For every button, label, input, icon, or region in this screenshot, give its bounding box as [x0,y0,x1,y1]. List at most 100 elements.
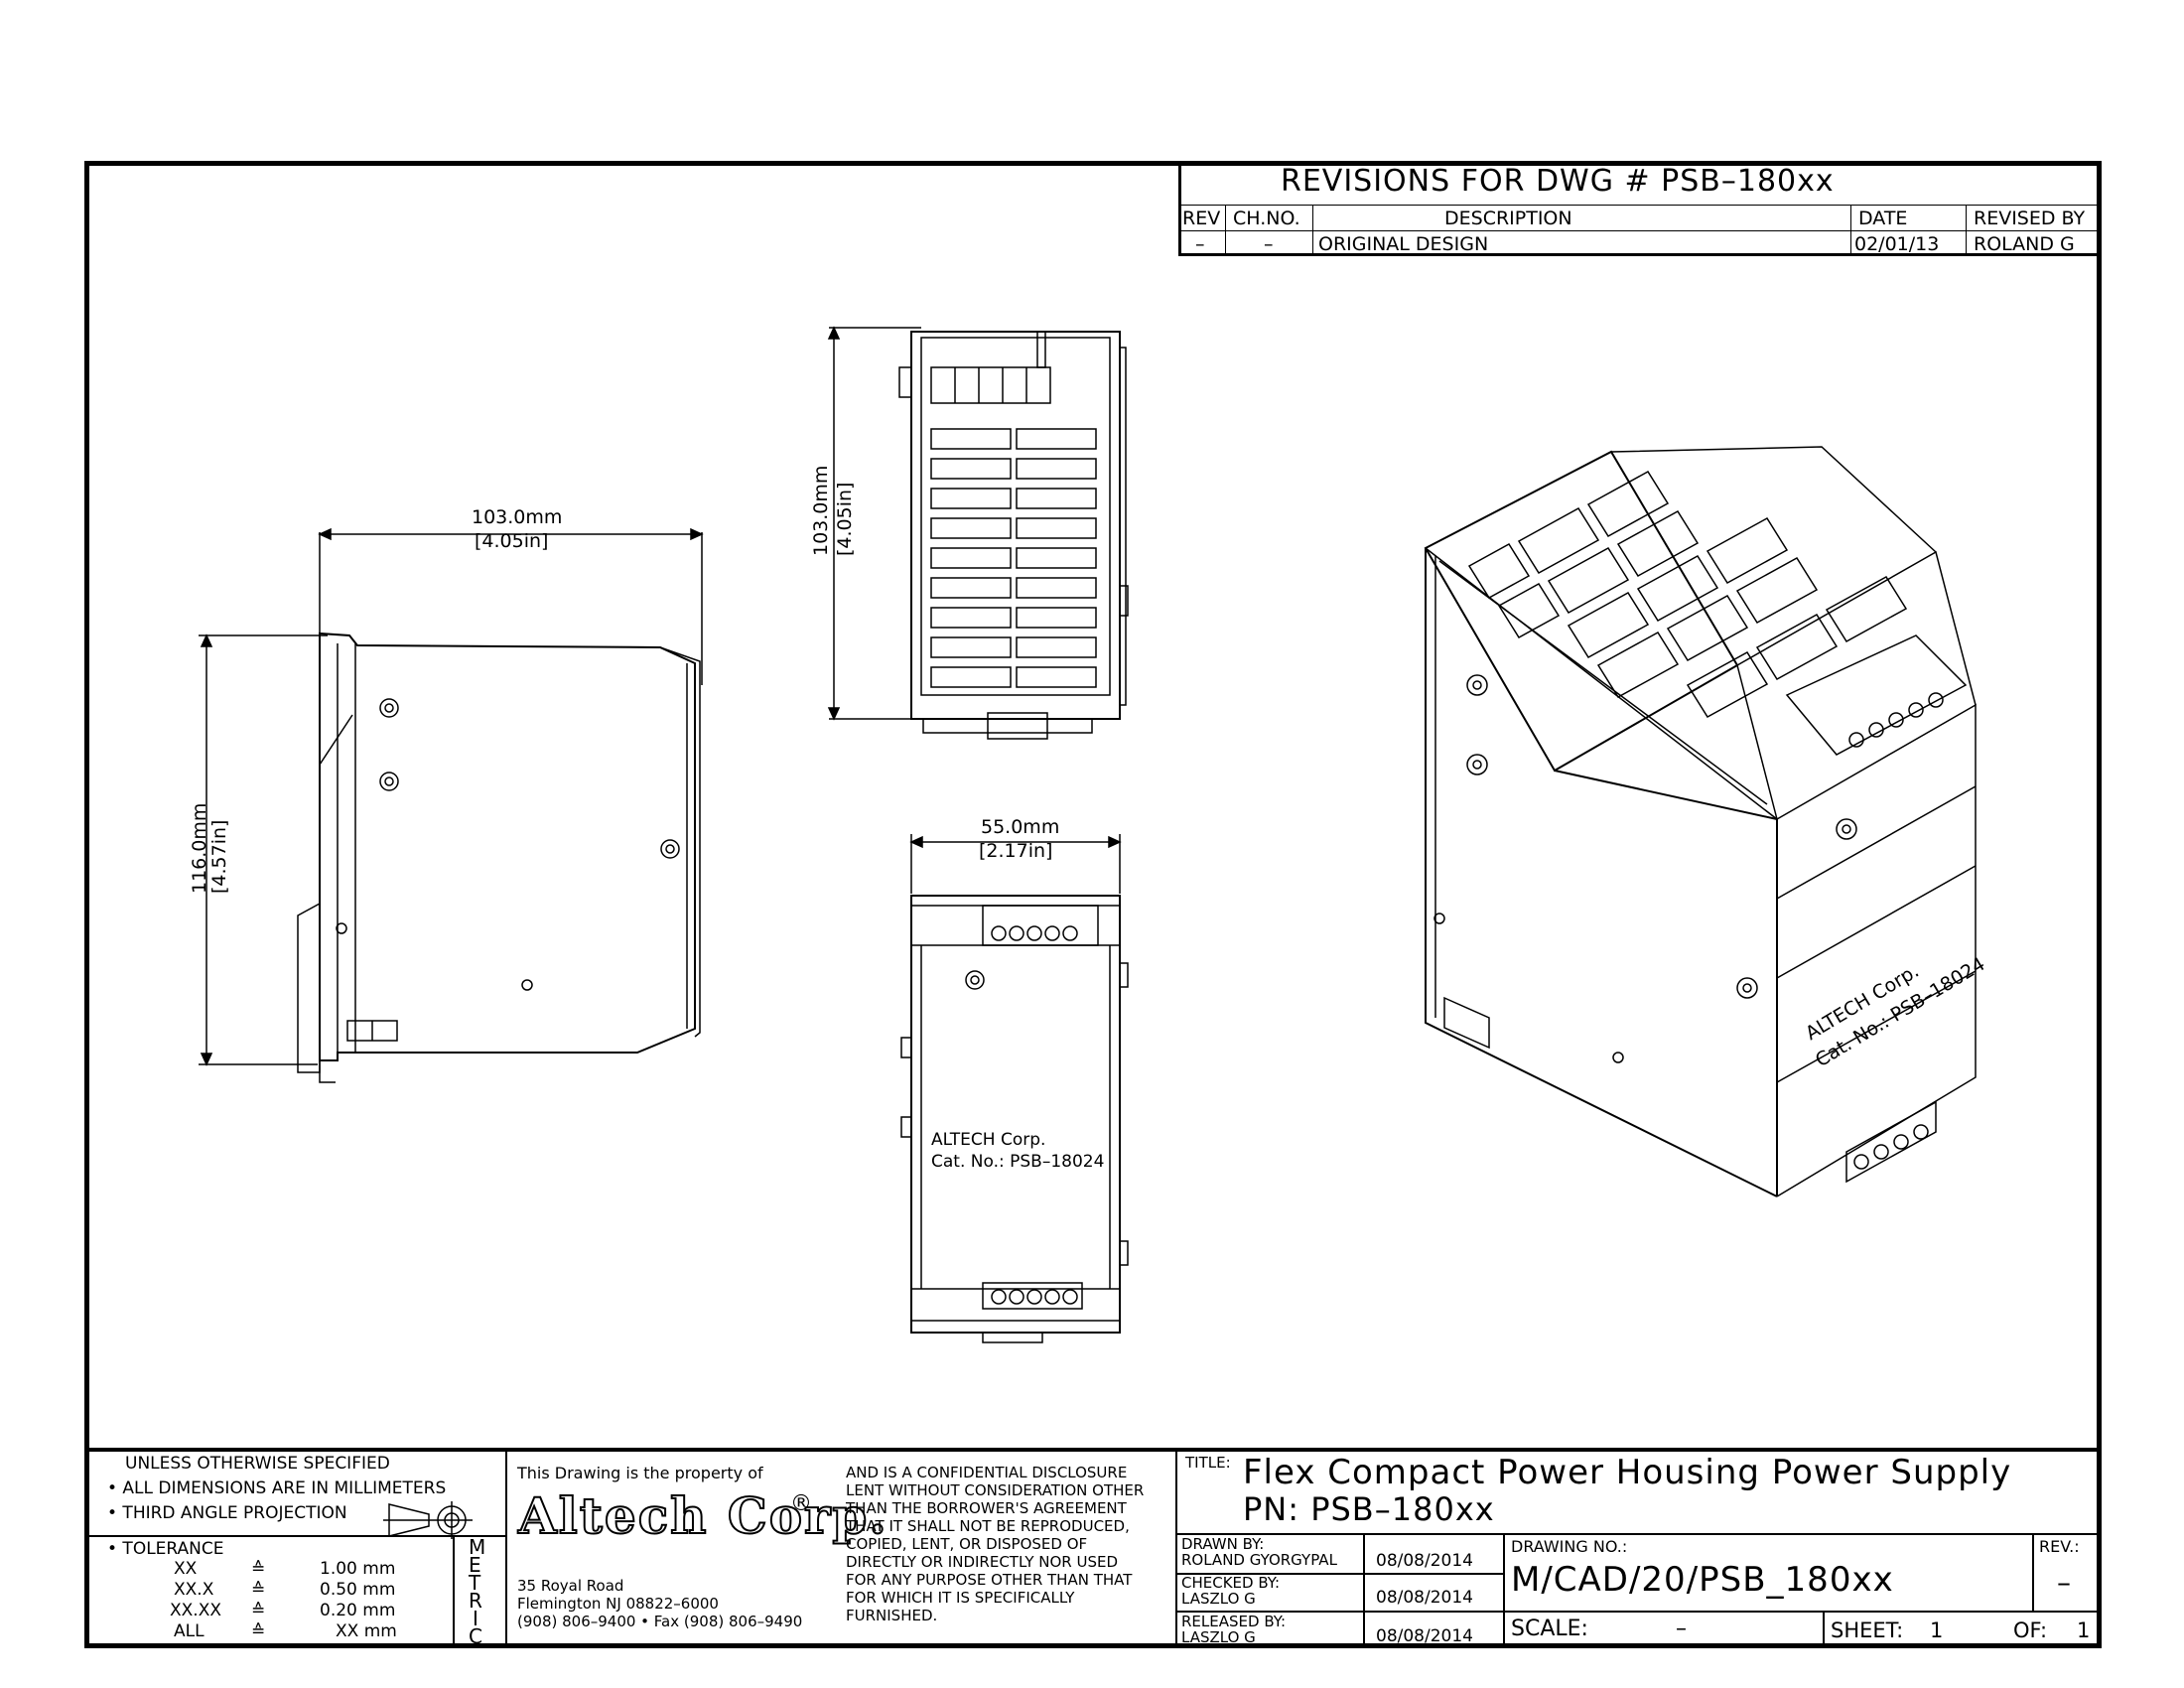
released-by-name: LASZLO G [1181,1628,1256,1646]
dim-side-height-in: [4.57in] [208,819,230,894]
disclosure-line: THAN THE BORROWER'S AGREEMENT [846,1499,1127,1517]
notes-all-dimensions: • ALL DIMENSIONS ARE IN MILLIMETERS [107,1478,447,1498]
tol-val: 1.00 mm [320,1559,396,1579]
rule [1503,1533,1505,1648]
revisions-title: REVISIONS FOR DWG # PSB–180xx [1281,164,1835,199]
dim-side-width-mm: 103.0mm [472,506,563,528]
dim-side-width-in: [4.05in] [475,530,549,552]
scale-label: SCALE: [1511,1617,1588,1641]
header-rev: REV [1182,208,1221,229]
tol-key: ALL [174,1621,205,1641]
front-label-catno: Cat. No.: PSB–18024 [931,1152,1105,1172]
metric-letter: C [469,1624,482,1648]
tol-sym: ≙ [251,1621,266,1641]
property-text: This Drawing is the property of [517,1464,763,1482]
dim-side-height-mm: 116.0mm [189,802,210,894]
rule [1178,230,2102,231]
dim-front-width-in: [2.17in] [979,840,1053,862]
notes-projection: • THIRD ANGLE PROJECTION [107,1503,347,1523]
drawn-by-name: ROLAND GYORGYPAL [1181,1551,1337,1569]
disclosure-line: AND IS A CONFIDENTIAL DISCLOSURE [846,1464,1128,1481]
header-date: DATE [1858,208,1908,229]
rule [1175,1450,1177,1648]
tol-key: XX [174,1559,198,1579]
scale-value: – [1676,1617,1687,1641]
checked-by-label: CHECKED BY: [1181,1574,1281,1592]
rule [1823,1611,1825,1648]
header-revised-by: REVISED BY [1974,208,2086,229]
side-view [199,527,704,1083]
metric-letter: R [469,1589,482,1613]
row-date: 02/01/13 [1854,233,1940,255]
checked-date: 08/08/2014 [1376,1588,1473,1608]
rule [1850,205,1851,256]
tol-val: XX mm [336,1621,397,1641]
rule [84,1448,2102,1452]
top-view [827,326,1129,740]
tol-sym: ≙ [251,1601,266,1620]
row-revised-by: ROLAND G [1974,233,2075,255]
tol-sym: ≙ [251,1580,266,1600]
title-label: TITLE: [1185,1454,1231,1472]
address-line: Flemington NJ 08822–6000 [517,1595,719,1613]
rule [1175,1533,2102,1535]
rule [2032,1533,2034,1611]
drawing-no: M/CAD/20/PSB_180xx [1511,1560,1894,1600]
row-chno: – [1264,233,1274,255]
title-line2: PN: PSB–180xx [1243,1490,1495,1528]
third-angle-projection-symbol [383,1501,473,1539]
rev-label: REV.: [2039,1537,2080,1556]
metric-letter: I [473,1607,478,1630]
header-description: DESCRIPTION [1444,208,1572,229]
released-date: 08/08/2014 [1376,1626,1473,1646]
phone-line: (908) 806–9400 • Fax (908) 806–9490 [517,1613,803,1630]
rule [453,1535,455,1648]
registered-mark: ® [790,1491,812,1516]
row-description: ORIGINAL DESIGN [1318,233,1489,255]
tol-val: 0.50 mm [320,1580,396,1600]
tol-key: XX.XX [170,1601,221,1620]
rule [1312,205,1313,256]
dim-top-height-mm: 103.0mm [810,465,832,556]
disclosure-line: DIRECTLY OR INDIRECTLY NOR USED [846,1553,1118,1571]
tol-sym: ≙ [251,1559,266,1579]
rule [1225,205,1226,256]
metric-letter: E [469,1553,481,1577]
rule [1966,205,1967,256]
disclosure-line: FURNISHED. [846,1607,938,1624]
released-by-label: RELEASED BY: [1181,1613,1287,1630]
disclosure-line: COPIED, LENT, OR DISPOSED OF [846,1535,1088,1553]
metric-letter: M [469,1535,486,1559]
drawing-no-label: DRAWING NO.: [1511,1537,1628,1556]
drawn-date: 08/08/2014 [1376,1551,1473,1571]
disclosure-line: FOR ANY PURPOSE OTHER THAN THAT [846,1571,1133,1589]
isometric-view [1424,446,1977,1197]
revisions-frame [1178,161,2102,256]
altech-logo: Altech Corp. [517,1486,888,1545]
of-label: OF: [2013,1618,2048,1642]
sheet-value: 1 [1930,1618,1944,1642]
notes-unless: UNLESS OTHERWISE SPECIFIED [125,1454,390,1474]
disclosure-line: THAT IT SHALL NOT BE REPRODUCED, [846,1517,1130,1535]
rule [505,1450,507,1648]
dim-front-width-mm: 55.0mm [981,816,1060,838]
notes-tolerance: • TOLERANCE [107,1539,224,1559]
disclosure-line: FOR WHICH IT IS SPECIFICALLY [846,1589,1075,1607]
title-line1: Flex Compact Power Housing Power Supply [1243,1453,2012,1492]
rule [1363,1533,1365,1648]
drawing-sheet-border [84,161,2102,1648]
rev-value: – [2057,1566,2071,1599]
rule [1175,1611,2102,1613]
rule [1178,205,2102,206]
tol-key: XX.X [174,1580,214,1600]
disclosure-line: LENT WITHOUT CONSIDERATION OTHER [846,1481,1145,1499]
sheet-label: SHEET: [1831,1618,1904,1642]
checked-by-name: LASZLO G [1181,1590,1256,1608]
drawn-by-label: DRAWN BY: [1181,1535,1265,1553]
metric-letter: T [469,1571,481,1595]
front-label-company: ALTECH Corp. [931,1130,1046,1150]
tol-val: 0.20 mm [320,1601,396,1620]
rule [1175,1573,1503,1575]
front-view [900,834,1129,1343]
